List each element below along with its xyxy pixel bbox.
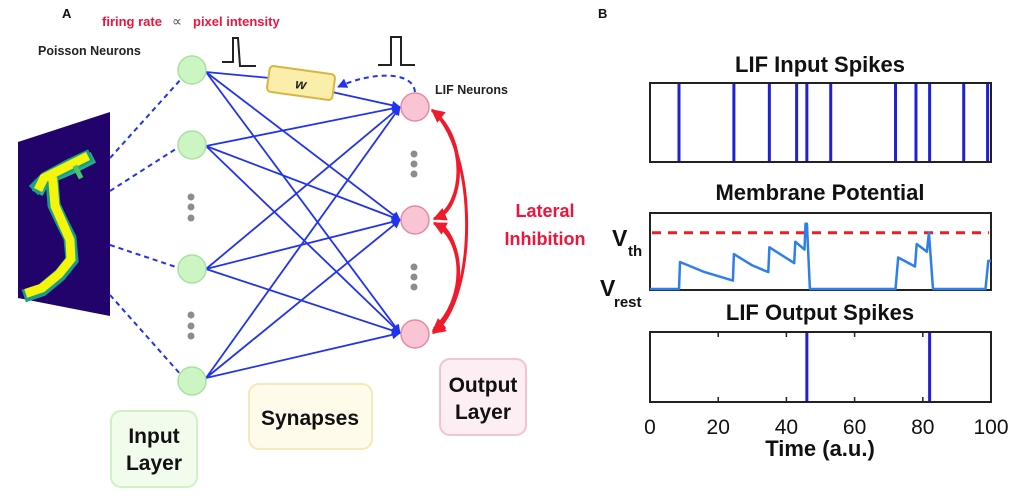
synapse-line bbox=[205, 71, 271, 79]
panel-b-letter: B bbox=[598, 6, 607, 21]
x-tick-label: 0 bbox=[644, 416, 656, 439]
firing-rate-annotation: firing rate ∝ pixel intensity bbox=[102, 14, 280, 30]
input-neuron bbox=[177, 254, 207, 284]
vth-tick-label: V th bbox=[612, 225, 642, 260]
synapse-line bbox=[205, 217, 401, 270]
synapse-line bbox=[205, 71, 401, 221]
input-neuron bbox=[177, 130, 207, 160]
vrest-tick-label: V rest bbox=[600, 275, 642, 311]
membrane-title: Membrane Potential bbox=[715, 180, 924, 205]
input-layer-line2: Layer bbox=[126, 452, 182, 475]
input-spikes-title: LIF Input Spikes bbox=[735, 52, 905, 77]
input-neurons bbox=[177, 55, 207, 396]
output-neuron bbox=[400, 319, 430, 349]
x-tick-label: 80 bbox=[911, 416, 934, 439]
vrest-sub: rest bbox=[614, 294, 642, 311]
output-layer-label-box: Output Layer bbox=[439, 358, 527, 436]
panel-a-letter: A bbox=[62, 6, 72, 21]
output-spikes-chart: LIF Output Spikes 0 20 40 60 80 100 Time (a.u… bbox=[644, 300, 1008, 461]
image-to-input-connections bbox=[109, 77, 183, 377]
input-layer-label-box: Input Layer bbox=[110, 410, 198, 488]
feedback-arrow bbox=[337, 74, 416, 93]
poisson-neurons-label: Poisson Neurons bbox=[38, 44, 141, 58]
output-neurons bbox=[400, 92, 430, 349]
output-ellipsis-dots-icon bbox=[410, 150, 418, 291]
lif-neurons-label: LIF Neurons bbox=[435, 83, 508, 97]
input-ellipsis-dots-icon bbox=[187, 193, 195, 340]
x-tick-label: 20 bbox=[707, 416, 730, 439]
x-axis-label: Time (a.u.) bbox=[765, 436, 875, 461]
output-spikes-axes-box bbox=[649, 331, 992, 403]
membrane-potential-chart: Membrane Potential V th V rest bbox=[600, 180, 992, 311]
annotation-firing-rate: firing rate bbox=[102, 14, 162, 29]
input-pulse-icon bbox=[222, 37, 256, 67]
input-layer-line1: Input bbox=[128, 425, 179, 448]
x-tick-label: 60 bbox=[843, 416, 866, 439]
output-neuron bbox=[400, 205, 430, 235]
x-tick-label: 40 bbox=[775, 416, 798, 439]
synapses-label: Synapses bbox=[261, 407, 359, 430]
input-spikes bbox=[677, 84, 990, 161]
output-neuron bbox=[400, 92, 430, 122]
annotation-pixel-intensity: pixel intensity bbox=[193, 14, 280, 29]
panel-b: B LIF Input Spikes Membrane Potential V … bbox=[598, 6, 1009, 461]
vrest-main: V bbox=[600, 275, 616, 301]
synapse-line bbox=[205, 106, 401, 270]
lateral-label-line1: Lateral bbox=[515, 201, 574, 221]
lateral-inhibition-arrows bbox=[430, 108, 469, 335]
vth-sub: th bbox=[628, 243, 642, 260]
proportional-symbol: ∝ bbox=[172, 14, 182, 30]
membrane-axes-box bbox=[649, 212, 992, 291]
weight-label: w bbox=[294, 75, 308, 93]
panel-a: A firing rate ∝ pixel intensity Poisson … bbox=[18, 6, 586, 488]
output-pulse-icon bbox=[378, 36, 415, 66]
synapse-line bbox=[205, 145, 401, 222]
output-layer-line1: Output bbox=[449, 374, 518, 397]
input-spikes-chart: LIF Input Spikes bbox=[649, 52, 992, 163]
membrane-trace bbox=[650, 222, 991, 291]
synapses-label-box: Synapses bbox=[248, 383, 373, 450]
output-layer-line2: Layer bbox=[455, 401, 511, 424]
input-neuron bbox=[177, 55, 207, 85]
output-spikes-title: LIF Output Spikes bbox=[726, 300, 914, 325]
x-tick-label: 100 bbox=[973, 416, 1008, 439]
input-neuron bbox=[177, 366, 207, 396]
input-spikes-axes-box bbox=[649, 82, 992, 163]
x-axis-ticks: 0 20 40 60 80 100 bbox=[644, 333, 1009, 439]
lateral-label-line2: Inhibition bbox=[505, 229, 586, 249]
synapse-connections bbox=[205, 71, 401, 379]
digit-five-strokes bbox=[21, 149, 97, 303]
vth-main: V bbox=[612, 225, 628, 251]
synapse-line bbox=[205, 106, 401, 379]
synapse-line bbox=[205, 104, 401, 147]
synapse-line bbox=[331, 91, 401, 110]
synapse-line bbox=[205, 330, 401, 379]
synapse-line bbox=[205, 268, 401, 335]
synapse-line bbox=[205, 219, 401, 379]
output-spikes bbox=[805, 333, 932, 401]
input-digit-image bbox=[18, 112, 110, 316]
synapse-line bbox=[205, 71, 401, 334]
synapse-line bbox=[205, 145, 401, 334]
weight-box: w bbox=[266, 65, 336, 101]
